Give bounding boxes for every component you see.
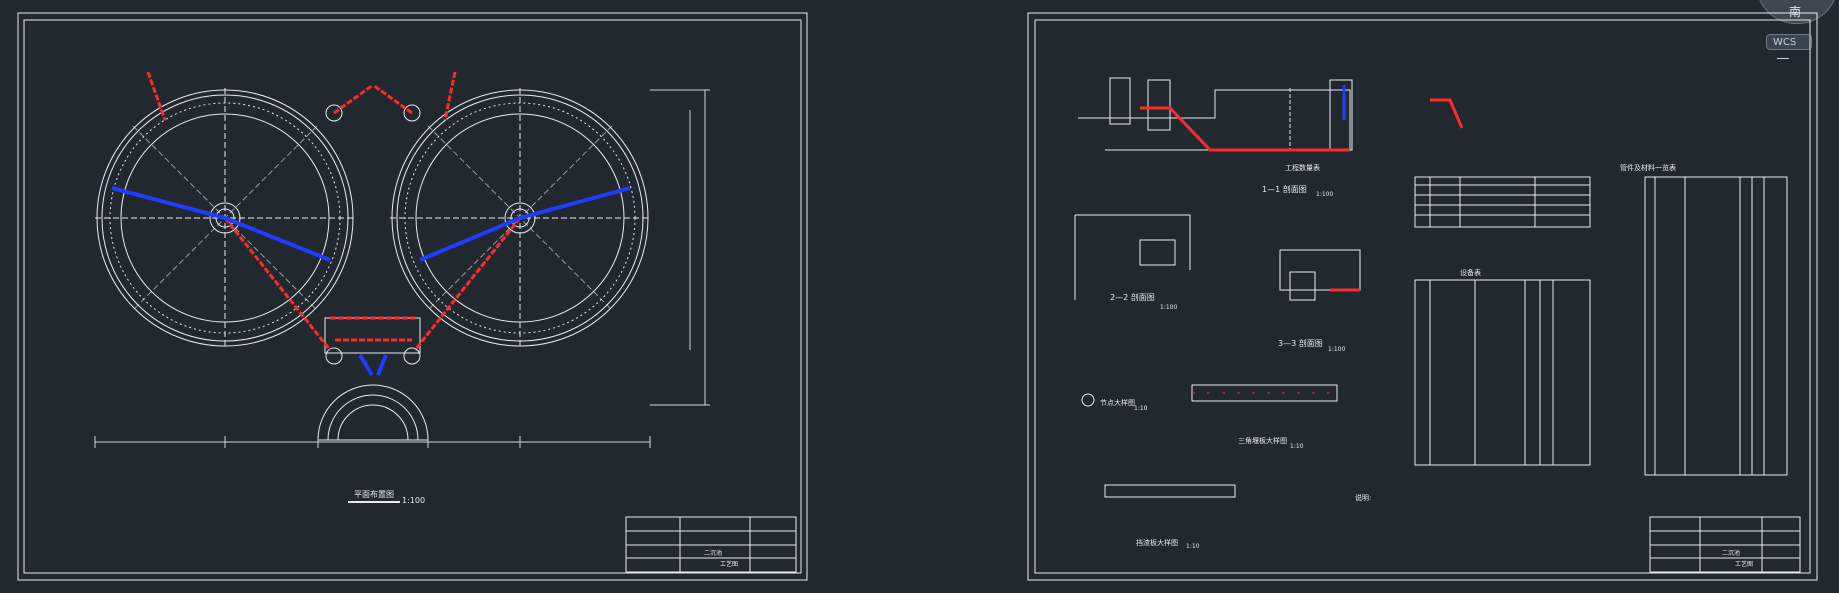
table-pipes-title: 管件及材料一览表 <box>1620 163 1676 172</box>
section-1-1: 1—1 剖面图 1:100 <box>1078 77 1464 198</box>
wcs-label: WCS <box>1773 37 1797 48</box>
table-works-title: 工程数量表 <box>1285 163 1320 172</box>
left-drawing-sheet: 平面布置图 1:100 二沉池 工艺图 <box>17 12 808 581</box>
sludge-pipes-red <box>146 71 522 351</box>
title-block-right-project: 二沉池 <box>1722 549 1740 557</box>
dimension-lines <box>94 89 710 448</box>
title-block-right: 二沉池 工艺图 <box>1649 516 1801 573</box>
plan-scale: 1:100 <box>402 496 425 505</box>
section-2-title: 2—2 剖面图 <box>1110 292 1155 302</box>
title-block-left: 二沉池 工艺图 <box>625 516 797 573</box>
effluent-pipes-blue <box>111 186 631 377</box>
notes-title: 说明: <box>1355 493 1371 502</box>
table-works: 工程数量表 <box>1285 163 1591 228</box>
table-equipment: 设备表 <box>1414 268 1591 466</box>
detail-weir-scale: 1:10 <box>1290 443 1304 450</box>
title-block-right-drawing: 工艺图 <box>1735 560 1753 568</box>
section-2-2: 2—2 剖面图 1:100 <box>1074 214 1191 311</box>
section-1-scale: 1:100 <box>1316 191 1333 198</box>
detail-1-title: 节点大样图 <box>1100 398 1135 407</box>
plan-title: 平面布置图 <box>354 489 394 499</box>
detail-1-scale: 1:10 <box>1134 405 1148 412</box>
table-equipment-title: 设备表 <box>1460 268 1481 277</box>
section-1-title: 1—1 剖面图 <box>1262 184 1307 194</box>
detail-plate-title: 挡渣板大样图 <box>1136 538 1178 547</box>
table-pipes: 管件及材料一览表 <box>1620 163 1788 476</box>
distribution-well <box>317 104 429 441</box>
section-3-title: 3—3 剖面图 <box>1278 338 1323 348</box>
section-2-scale: 1:100 <box>1160 304 1177 311</box>
right-drawing-sheet: 1—1 剖面图 1:100 2—2 剖面图 1:100 3—3 剖面图 1:10… <box>1027 12 1818 581</box>
detail-weir-title: 三角堰板大样图 <box>1238 436 1287 445</box>
section-3-scale: 1:100 <box>1328 346 1345 353</box>
title-block-left-drawing: 工艺图 <box>720 560 738 568</box>
title-block-left-project: 二沉池 <box>704 549 722 557</box>
wcs-button[interactable]: WCS <box>1766 34 1812 59</box>
detail-plate-scale: 1:10 <box>1186 543 1200 550</box>
compass-label: 南 <box>1789 5 1802 19</box>
detail-views: 节点大样图 1:10 三角堰板大样图 1:10 挡渣板大样图 1:10 <box>1081 384 1338 550</box>
section-3-3: 3—3 剖面图 1:100 <box>1278 249 1361 353</box>
